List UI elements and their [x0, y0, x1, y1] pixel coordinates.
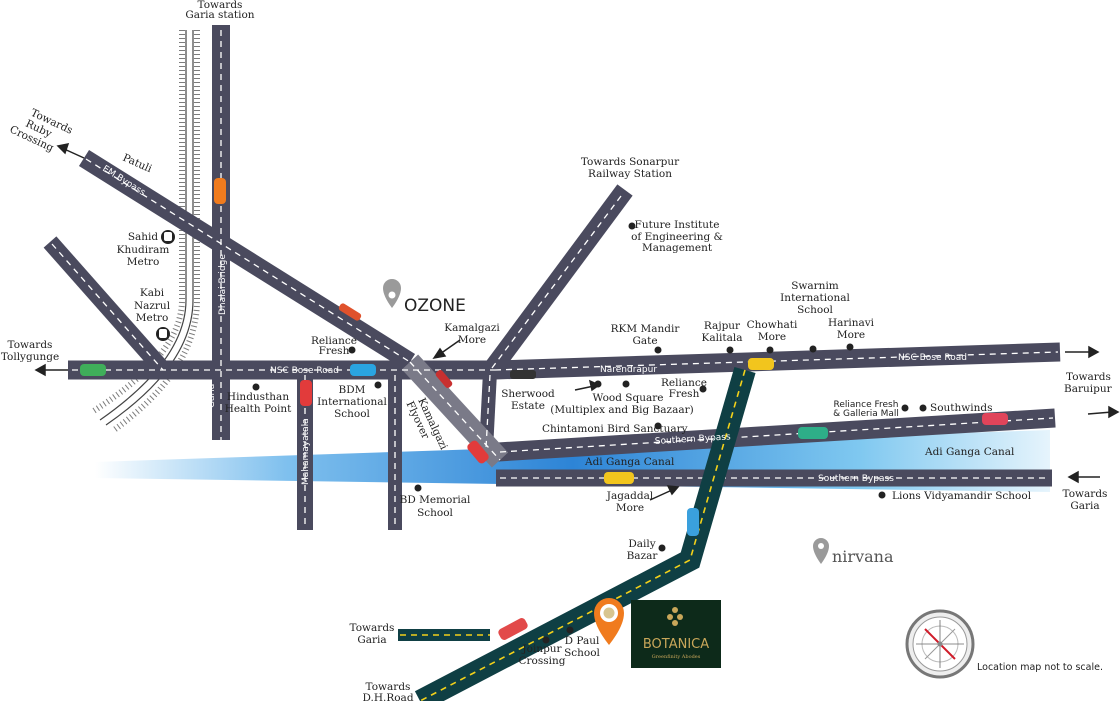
adi-ganga-canal-label-2: Adi Ganga Canal — [924, 446, 1015, 458]
dhalai-bridge-label: Dhalai Bridge — [218, 254, 228, 315]
reliance-fresh-galleria-mall: Reliance Fresh& Galleria Mall — [833, 400, 899, 419]
adi-ganga-canal-label: Adi Ganga Canal — [584, 456, 675, 468]
mahamayatala-label: Mahamayatala — [301, 418, 311, 485]
highway — [398, 366, 756, 701]
garia-road-label: Garia — [207, 384, 217, 408]
lions-vidyamandir-school: Lions Vidyamandir School — [892, 490, 1032, 502]
vehicles — [80, 178, 1008, 640]
direction-arrows — [34, 143, 1120, 501]
svg-text:Greenfinity Abodes: Greenfinity Abodes — [652, 654, 701, 660]
southwinds: Southwinds — [930, 402, 992, 414]
metro-icon — [156, 327, 170, 341]
patuli-label: Patuli — [121, 152, 154, 176]
nsc-bose-road-label-2: NSC Bose Road — [898, 353, 967, 363]
narendrapur-label: Narendrapur — [600, 365, 657, 375]
compass-icon — [905, 609, 975, 679]
metro-icon — [161, 230, 175, 244]
chintamoni-bird-sanctuary: Chintamoni Bird Sanctuary — [542, 423, 688, 435]
southern-bypass-label: Southern Bypass — [655, 432, 732, 447]
railway-track — [90, 30, 200, 433]
nirvana-pin-icon — [813, 538, 829, 564]
nsc-bose-road-label: NSC Bose Road — [270, 366, 339, 376]
svg-text:BOTANICA: BOTANICA — [643, 637, 709, 652]
botanica-logo: BOTANICA Greenfinity Abodes — [631, 600, 721, 668]
botanica-location-pin-icon — [594, 598, 624, 645]
not-to-scale-note: Location map not to scale. — [977, 662, 1103, 673]
southern-bypass-label-2: Southern Bypass — [818, 474, 894, 484]
ozone-pin-icon — [383, 279, 401, 308]
place-dots — [252, 222, 927, 644]
ozone-logo: OZONE — [404, 296, 466, 316]
wood-square: Wood Square(Multiplex and Big Bazaar) — [550, 392, 693, 416]
nirvana-logo: nirvana — [832, 547, 894, 566]
